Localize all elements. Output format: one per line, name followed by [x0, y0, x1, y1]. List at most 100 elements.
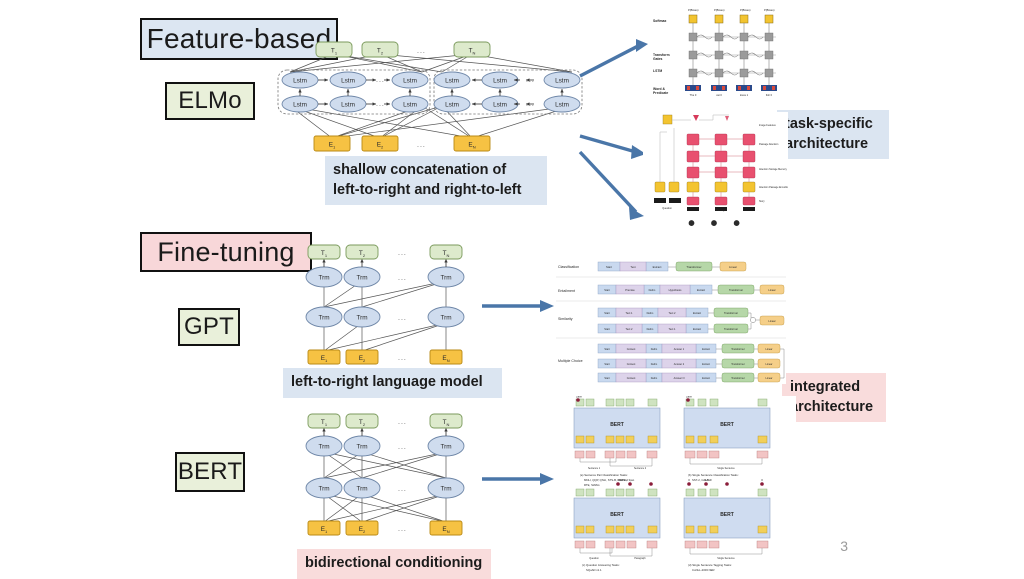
svg-text:...: ... [526, 77, 535, 84]
svg-text:Linear: Linear [768, 319, 775, 323]
svg-text:Gates: Gates [653, 57, 663, 61]
svg-text:(b) Single Sentence Classifica: (b) Single Sentence Classification Tasks… [688, 473, 739, 477]
svg-text:Extract: Extract [702, 363, 710, 366]
svg-text:E1: E1 [329, 142, 336, 150]
svg-text:Transformer: Transformer [729, 288, 743, 292]
section-title-feature-based: Feature-based [140, 18, 338, 60]
svg-text:Text 2: Text 2 [626, 327, 633, 331]
svg-text:Transformer: Transformer [731, 377, 745, 380]
bert-finetuning-tasks-thumbnail: BERT [556, 396, 796, 574]
svg-text:Passage Attention: Passage Attention [759, 143, 779, 146]
svg-text:...: ... [398, 444, 407, 451]
svg-text:loves 1: loves 1 [740, 93, 749, 97]
model-label-bert: BERT [175, 452, 245, 492]
svg-text:Delim: Delim [647, 327, 654, 331]
caption-shallow-concatenation: shallow concatenation of left-to-right a… [325, 156, 547, 206]
svg-text:BERT: BERT [720, 512, 734, 518]
caption-integrated-architecture: integrated architecture [782, 373, 886, 423]
svg-text:...: ... [398, 419, 407, 426]
svg-text:Transform: Transform [653, 53, 670, 57]
caption-task-specific-architecture: task-specific architecture [777, 110, 889, 160]
svg-text:Trm: Trm [356, 444, 367, 451]
svg-text:...: ... [398, 486, 407, 493]
svg-text:cat 0: cat 0 [716, 93, 722, 97]
svg-text:EN: EN [442, 355, 449, 363]
coref-memory-network-thumbnail: Image Features Passage Attention Attenti… [643, 112, 788, 212]
svg-text:Entailment: Entailment [558, 289, 575, 293]
svg-text:Extract: Extract [702, 348, 710, 351]
svg-text:Trm: Trm [318, 315, 329, 322]
svg-text:O: O [761, 479, 763, 482]
svg-text:The 0: The 0 [690, 93, 697, 97]
svg-text:Lstm: Lstm [493, 77, 507, 84]
caption-left-to-right-language-model: left-to-right language model [283, 368, 502, 398]
svg-text:Lstm: Lstm [403, 101, 417, 108]
svg-text:...: ... [376, 77, 385, 84]
svg-text:CoNLL-2003 NER: CoNLL-2003 NER [692, 568, 715, 572]
svg-text:...: ... [398, 275, 407, 282]
svg-text:Delim: Delim [647, 311, 654, 315]
svg-text:T2: T2 [359, 250, 366, 258]
svg-text:Transformer: Transformer [731, 348, 745, 351]
svg-text:Single Sentence: Single Sentence [717, 557, 735, 560]
svg-text:Paragraph: Paragraph [634, 557, 646, 560]
svg-text:Start: Start [604, 348, 610, 351]
arrow-bert-to-tasks [480, 468, 558, 488]
svg-text:Attention Passage Encoding: Attention Passage Encoding [759, 186, 788, 189]
svg-text:Trm: Trm [356, 275, 367, 282]
svg-text:Trm: Trm [356, 486, 367, 493]
svg-text:Context: Context [627, 377, 636, 380]
svg-text:Trm: Trm [318, 444, 329, 451]
svg-text:Extract: Extract [653, 265, 662, 269]
svg-text:Lstm: Lstm [293, 101, 307, 108]
svg-text:Trm: Trm [440, 444, 451, 451]
svg-text:P(B/wes): P(B/wes) [740, 8, 751, 12]
svg-text:Lstm: Lstm [555, 101, 569, 108]
svg-text:TN: TN [443, 419, 450, 427]
svg-text:Trm: Trm [356, 315, 367, 322]
svg-text:Delim: Delim [651, 377, 657, 380]
svg-text:Text 2: Text 2 [669, 311, 676, 315]
caption-bidirectional-conditioning: bidirectional conditioning [297, 549, 491, 579]
svg-text:...: ... [398, 315, 407, 322]
model-label-gpt: GPT [178, 308, 240, 346]
svg-text:Trm: Trm [440, 275, 451, 282]
svg-text:T1: T1 [321, 419, 328, 427]
svg-text:Text: Text [630, 265, 635, 269]
elmo-output-nodes: T1 T2 TN ... [315, 41, 491, 58]
svg-text:Answer N: Answer N [674, 377, 685, 380]
svg-text:Multiple Choice: Multiple Choice [558, 359, 583, 363]
svg-text:(c) Question Answering Tasks:: (c) Question Answering Tasks: [582, 563, 620, 567]
ellipsis-more-tasks: • • • [688, 213, 746, 235]
svg-text:EN: EN [468, 142, 475, 150]
svg-text:Label: Label [686, 396, 692, 399]
svg-text:Word &: Word & [653, 87, 666, 91]
svg-text:Softmax: Softmax [653, 19, 666, 23]
svg-text:Lstm: Lstm [493, 101, 507, 108]
gpt-input-nodes: E1 E2 EN ... [307, 349, 463, 365]
svg-text:P(B/wes): P(B/wes) [688, 8, 699, 12]
svg-text:Lstm: Lstm [293, 77, 307, 84]
svg-text:Answer 1: Answer 1 [674, 348, 685, 351]
svg-text:Delim: Delim [651, 363, 657, 366]
svg-text:Extract: Extract [693, 311, 701, 315]
svg-text:Start/End Span: Start/End Span [618, 479, 635, 482]
arrow-elmo-to-tasks [578, 32, 666, 222]
svg-text:Linear: Linear [729, 265, 737, 269]
bert-output-nodes: T1 T2 TN ... [307, 413, 463, 429]
section-title-fine-tuning: Fine-tuning [140, 232, 312, 272]
svg-text:Trm: Trm [440, 315, 451, 322]
svg-text:T2: T2 [377, 48, 384, 56]
page-number: 3 [840, 538, 848, 554]
svg-text:Context: Context [627, 363, 636, 366]
svg-text:BERT: BERT [610, 422, 624, 428]
svg-text:Trm: Trm [440, 486, 451, 493]
svg-text:P(B/wes): P(B/wes) [764, 8, 775, 12]
svg-text:Classification: Classification [558, 265, 579, 269]
svg-text:Question: Question [662, 207, 672, 210]
svg-text:Text 1: Text 1 [669, 327, 676, 331]
